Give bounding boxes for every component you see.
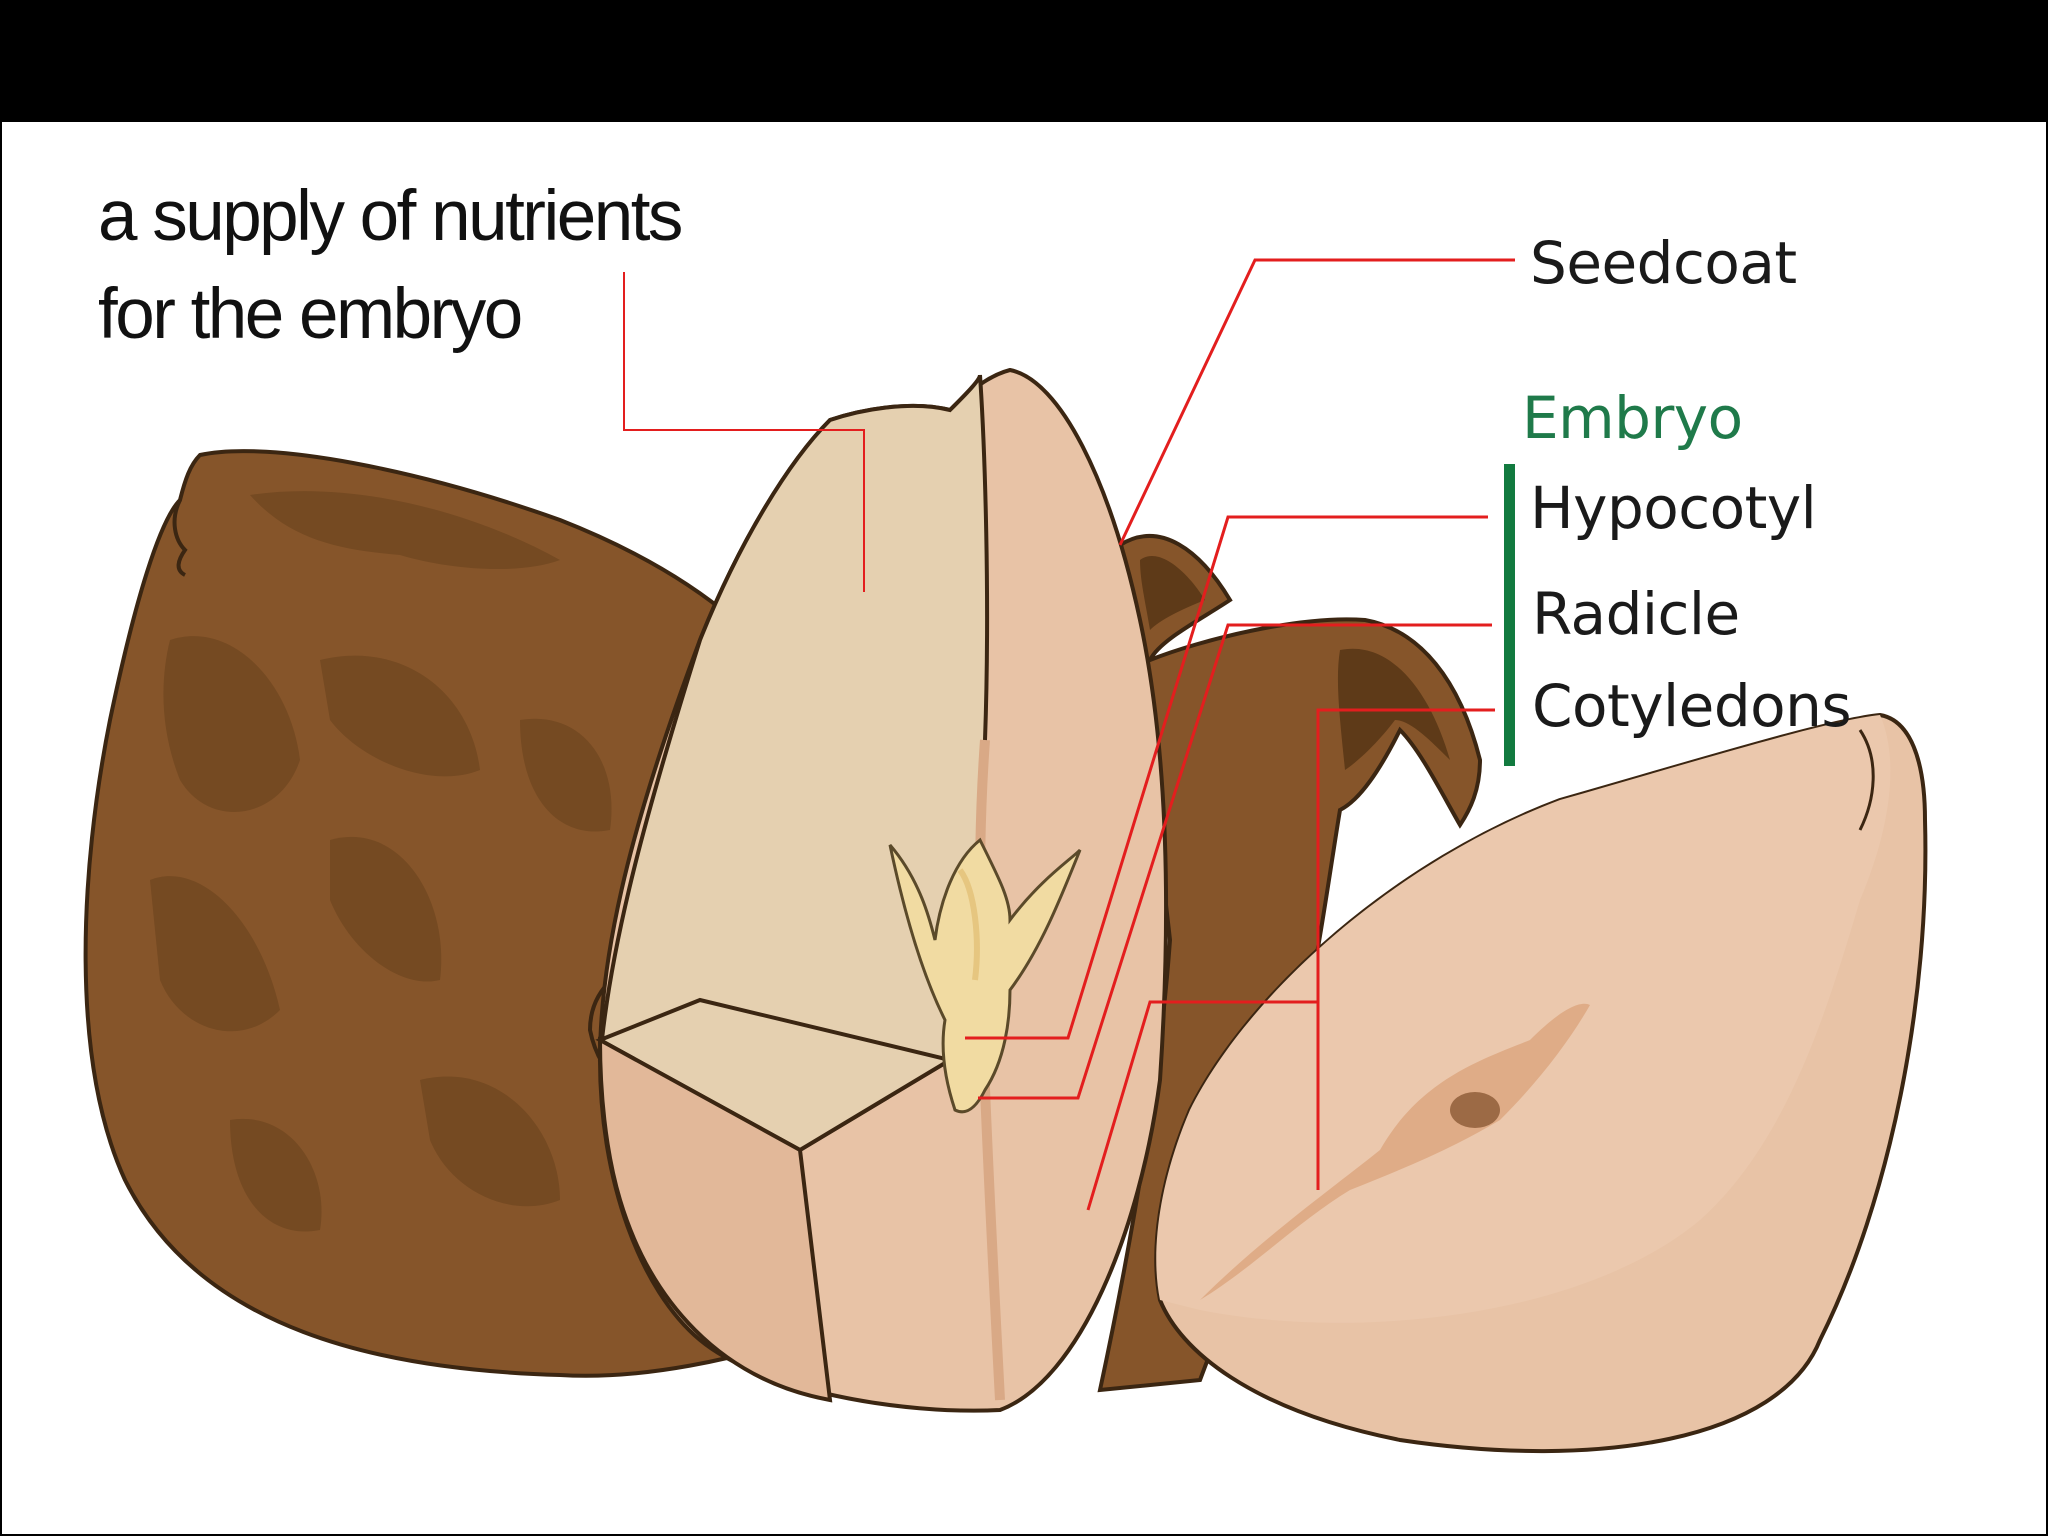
- label-seedcoat: Seedcoat: [1530, 229, 1797, 297]
- whole-seed-icon: [83, 449, 843, 1378]
- label-radicle: Radicle: [1532, 580, 1740, 648]
- seed-section-half-icon: [595, 367, 1168, 1413]
- nutrient-leader: [623, 272, 865, 592]
- leader-lines: [623, 258, 1515, 1211]
- cotyledons-leader-branch: [1086, 1000, 1318, 1211]
- nutrient-caption-line1: a supply of nutrients: [98, 177, 683, 256]
- top-black-band: [0, 0, 2048, 122]
- cotyledons-leader: [1316, 708, 1495, 1190]
- nutrient-caption-line2: for the embryo: [98, 275, 523, 354]
- seedcoat-leader: [1118, 258, 1515, 546]
- hypocotyl-leader: [965, 515, 1488, 1040]
- nutrient-caption: a supply of nutrients for the embryo: [98, 168, 818, 364]
- radicle-leader: [978, 623, 1492, 1100]
- cotyledon-half-icon: [1154, 712, 1928, 1454]
- label-cotyledons: Cotyledons: [1532, 672, 1852, 740]
- label-hypocotyl: Hypocotyl: [1530, 474, 1817, 542]
- label-embryo: Embryo: [1522, 384, 1743, 452]
- embryo-bracket: [1504, 464, 1515, 766]
